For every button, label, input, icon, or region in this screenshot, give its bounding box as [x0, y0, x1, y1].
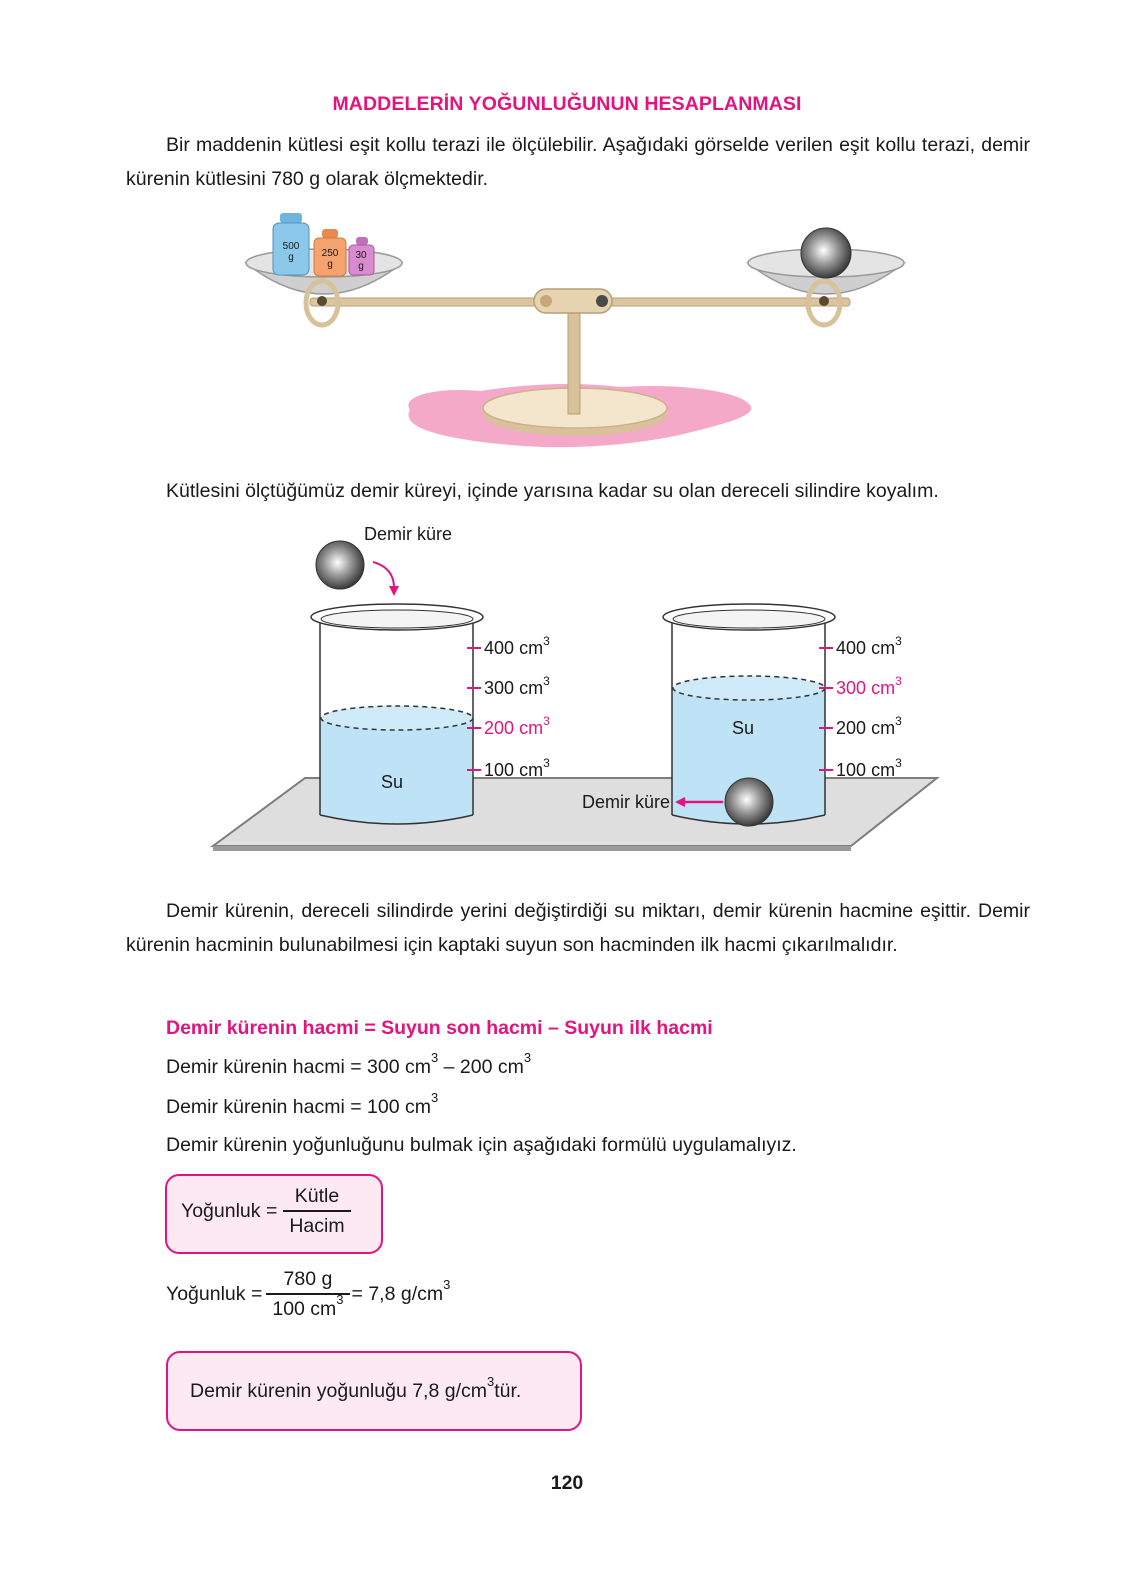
left-pan-hook	[303, 278, 341, 328]
density-calc-numerator: 780 g	[283, 1268, 333, 1290]
page-title: MADDELERİN YOĞUNLUĞUNUN HESAPLANMASI	[332, 93, 802, 115]
table-edge	[213, 846, 851, 851]
pivot-pin-left	[540, 295, 552, 307]
drop-arrow	[372, 561, 396, 591]
right-water-label: Su	[732, 718, 754, 738]
pivot	[533, 288, 613, 314]
ball-label-bottom: Demir küre	[582, 792, 670, 812]
left-scale: 400 cm3 300 cm3 200 cm3 100 cm3	[467, 634, 550, 780]
left-hook-pin	[317, 296, 327, 306]
calc2-text: Demir kürenin hacmi = 100 cm	[166, 1096, 431, 1118]
weight-30-value: 30	[355, 250, 367, 261]
page-number: 120	[550, 1472, 584, 1494]
calc-volume-subtraction: Demir kürenin hacmi = 300 cm3 – 200 cm3	[166, 1050, 531, 1079]
right-water	[672, 688, 825, 824]
right-scale-100: 100 cm3	[836, 756, 902, 780]
paragraph-intro-text: Bir maddenin kütlesi eşit kollu terazi i…	[126, 134, 1030, 190]
weight-500-unit: g	[288, 252, 294, 263]
ball-pointer-arrow-head	[675, 797, 685, 807]
weight-250g: 250 g	[313, 229, 347, 277]
left-water	[320, 718, 473, 824]
weight-30-unit: g	[358, 261, 364, 272]
calc1-exp-b: 3	[523, 1050, 532, 1065]
conclusion-box: Demir kürenin yoğunluğu 7,8 g/cm3tür.	[166, 1351, 582, 1431]
paragraph-explanation: Demir kürenin, dereceli silindirde yerin…	[126, 894, 1030, 962]
right-scale-400: 400 cm3	[836, 634, 902, 658]
density-formula-lhs: Yoğunluk =	[181, 1200, 278, 1222]
left-scale-400: 400 cm3	[484, 634, 550, 658]
density-formula-box: Yoğunluk = Kütle Hacim	[165, 1174, 383, 1254]
right-pan-hook	[805, 278, 843, 328]
left-water-surface	[320, 705, 474, 731]
left-cylinder: Su	[310, 603, 484, 825]
ball-label-top: Demir küre	[364, 524, 452, 544]
equal-arm-balance-illustration: 500 g 250 g 30 g	[243, 213, 907, 448]
conclusion-text: Demir kürenin yoğunluğu 7,8 g/cm3tür.	[190, 1374, 522, 1402]
density-calc-denominator: 100 cm3	[272, 1292, 344, 1320]
fraction-bar	[266, 1293, 350, 1295]
fraction-bar	[283, 1210, 351, 1212]
calc1-lhs: Demir kürenin hacmi = 300 cm	[166, 1056, 431, 1078]
left-water-label: Su	[381, 772, 403, 792]
graduated-cylinders-illustration: Demir küre Su 400 cm3 300 cm3 200 cm3 10…	[209, 524, 940, 851]
falling-iron-ball	[315, 540, 365, 590]
weight-30g: 30 g	[348, 237, 375, 276]
paragraph-intro: Bir maddenin kütlesi eşit kollu terazi i…	[126, 128, 1030, 196]
density-formula-numerator: Kütle	[294, 1185, 340, 1207]
density-formula-denominator: Hacim	[289, 1215, 345, 1237]
density-calculation: Yoğunluk = 780 g 100 cm3 = 7,8 g/cm3	[166, 1268, 450, 1321]
pivot-pin-right	[596, 295, 608, 307]
paragraph-cylinder-text: Kütlesini ölçtüğümüz demir küreyi, içind…	[166, 480, 939, 502]
weight-250-value: 250	[322, 248, 339, 259]
paragraph-explanation-text: Demir kürenin, dereceli silindirde yerin…	[126, 900, 1030, 956]
weight-250-unit: g	[327, 259, 333, 270]
submerged-iron-ball	[724, 777, 774, 827]
formula-heading: Demir kürenin hacmi = Suyun son hacmi – …	[166, 1017, 713, 1039]
calc1-mid: – 200 cm	[438, 1056, 524, 1078]
calc2-exp: 3	[430, 1090, 439, 1105]
right-cylinder: Su Demir küre	[582, 603, 836, 827]
density-calc-lhs: Yoğunluk =	[166, 1283, 263, 1305]
calc-volume-result: Demir kürenin hacmi = 100 cm3	[166, 1090, 438, 1119]
weight-500-value: 500	[283, 241, 300, 252]
paragraph-cylinder: Kütlesini ölçtüğümüz demir küreyi, içind…	[126, 474, 1030, 508]
calc-intro-sentence: Demir kürenin yoğunluğunu bulmak için aş…	[166, 1134, 797, 1156]
right-scale-300-highlight: 300 cm3	[836, 674, 902, 698]
column	[567, 301, 581, 415]
left-scale-300: 300 cm3	[484, 674, 550, 698]
density-calc-result: = 7,8 g/cm3	[351, 1277, 451, 1305]
drop-arrow-head	[389, 586, 399, 596]
left-scale-200-highlight: 200 cm3	[484, 714, 550, 738]
right-hook-pin	[819, 296, 829, 306]
right-water-surface	[672, 675, 826, 701]
iron-ball-on-pan	[800, 227, 852, 279]
right-scale-200: 200 cm3	[836, 714, 902, 738]
weight-500g: 500 g	[272, 213, 310, 276]
calc1-exp-a: 3	[430, 1050, 439, 1065]
right-scale: 400 cm3 300 cm3 200 cm3 100 cm3	[819, 634, 902, 780]
left-scale-100: 100 cm3	[484, 756, 550, 780]
